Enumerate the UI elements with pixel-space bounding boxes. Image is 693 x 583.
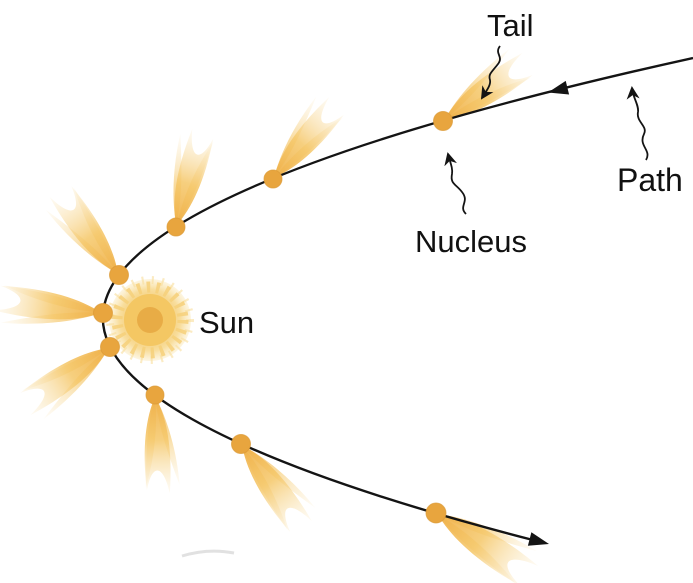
comet-nucleus xyxy=(93,303,113,323)
comet-nucleus xyxy=(109,265,129,285)
comet-tail xyxy=(0,278,106,340)
comet-tails xyxy=(0,41,547,583)
comet-tail xyxy=(425,490,547,583)
sun-outer-spikes xyxy=(106,276,194,364)
tail-label: Tail xyxy=(487,8,534,43)
sun-spiky-ring xyxy=(111,281,189,359)
nucleus-leader-arrow-icon xyxy=(444,152,467,215)
path-leader-arrow-icon xyxy=(626,86,649,161)
comet-tail xyxy=(153,125,221,232)
nucleus-label: Nucleus xyxy=(415,224,527,259)
comet-nucleus xyxy=(100,337,120,357)
print-smudge xyxy=(181,549,235,558)
comet-path-curve xyxy=(101,56,693,542)
comet-nucleus xyxy=(145,385,165,405)
comet-nucleus xyxy=(166,217,186,237)
comet-nucleus xyxy=(231,434,251,454)
sun-label: Sun xyxy=(199,305,254,340)
comet-nucleus xyxy=(433,111,453,131)
sun-core xyxy=(137,307,163,333)
tail-leader-arrow-icon xyxy=(480,45,501,100)
path-direction-arrow-inbound-icon xyxy=(548,80,570,95)
sun xyxy=(106,276,194,364)
comet-nucleus xyxy=(425,502,447,524)
path-direction-arrow-outbound-icon xyxy=(527,532,549,546)
comet-nucleus xyxy=(263,169,283,189)
path-label: Path xyxy=(617,162,683,198)
